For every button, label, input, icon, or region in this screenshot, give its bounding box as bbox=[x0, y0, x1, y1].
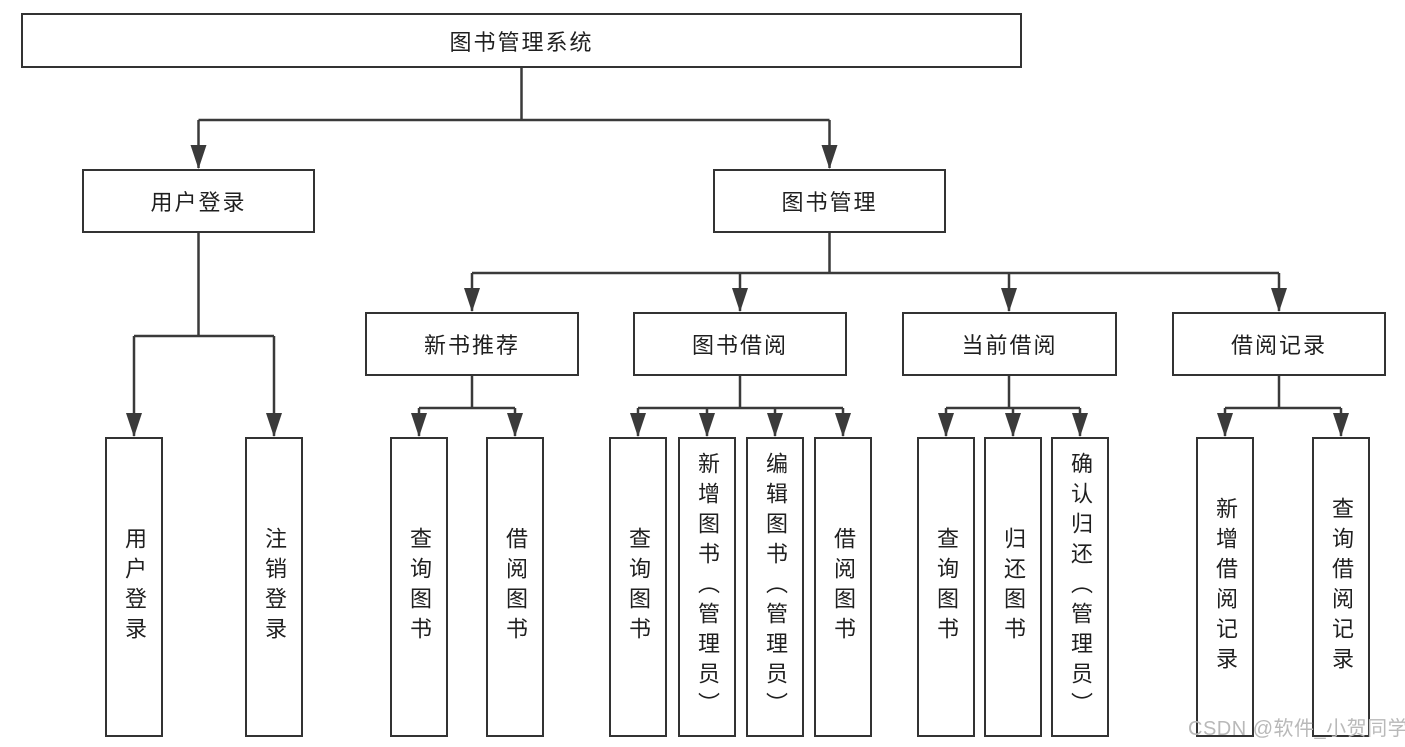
leaf-query-books-1: 查询图书 bbox=[390, 437, 448, 737]
leaf-query-books-3: 查询图书 bbox=[917, 437, 975, 737]
leaf-query-books-2: 查询图书 bbox=[609, 437, 667, 737]
watermark: CSDN @软件_小贺同学 bbox=[1188, 718, 1405, 740]
node-label: 归还图书 bbox=[1001, 527, 1026, 647]
node-label: 图书管理系统 bbox=[449, 29, 594, 55]
node-label: 查询借阅记录 bbox=[1329, 497, 1354, 677]
leaf-query-borrow-record: 查询借阅记录 bbox=[1312, 437, 1370, 737]
node-label: 查询图书 bbox=[934, 527, 959, 647]
node-label: 注销登录 bbox=[262, 527, 287, 647]
leaf-borrow-books-1: 借阅图书 bbox=[486, 437, 544, 737]
node-label: 新书推荐 bbox=[423, 333, 520, 358]
node-label: 用户登录 bbox=[150, 190, 247, 215]
node-label: 图书借阅 bbox=[691, 333, 788, 358]
leaf-borrow-books-2: 借阅图书 bbox=[814, 437, 872, 737]
node-label: 确认归还（管理员） bbox=[1068, 452, 1093, 722]
leaf-add-book-admin: 新增图书（管理员） bbox=[678, 437, 736, 737]
leaf-edit-book-admin: 编辑图书（管理员） bbox=[746, 437, 804, 737]
node-library-management-system: 图书管理系统 bbox=[21, 13, 1022, 68]
connector-borrowing-records-trunk bbox=[1225, 376, 1341, 410]
node-current-borrowing: 当前借阅 bbox=[902, 312, 1117, 376]
node-label: 查询图书 bbox=[407, 527, 432, 647]
connector-current-borrowing-trunk bbox=[946, 376, 1080, 410]
node-label: 用户登录 bbox=[122, 527, 147, 647]
connector-user-login-trunk bbox=[134, 233, 274, 338]
node-book-borrowing: 图书借阅 bbox=[633, 312, 847, 376]
connector-book-management-trunk bbox=[472, 233, 1279, 275]
leaf-logout: 注销登录 bbox=[245, 437, 303, 737]
node-book-management: 图书管理 bbox=[713, 169, 946, 233]
node-user-login: 用户登录 bbox=[82, 169, 315, 233]
node-label: 新增图书（管理员） bbox=[695, 452, 720, 722]
node-label: 编辑图书（管理员） bbox=[763, 452, 788, 722]
connector-book-borrowing-trunk bbox=[638, 376, 843, 410]
leaf-user-login: 用户登录 bbox=[105, 437, 163, 737]
connector-new-book-trunk bbox=[419, 376, 515, 410]
node-label: 借阅图书 bbox=[831, 527, 856, 647]
node-label: 新增借阅记录 bbox=[1213, 497, 1238, 677]
node-label: 借阅记录 bbox=[1230, 333, 1327, 358]
node-label: 借阅图书 bbox=[503, 527, 528, 647]
leaf-return-books: 归还图书 bbox=[984, 437, 1042, 737]
node-label: 图书管理 bbox=[781, 190, 878, 215]
node-label: 当前借阅 bbox=[961, 333, 1058, 358]
node-new-book-recommendation: 新书推荐 bbox=[365, 312, 579, 376]
leaf-add-borrow-record: 新增借阅记录 bbox=[1196, 437, 1254, 737]
node-borrowing-records: 借阅记录 bbox=[1172, 312, 1386, 376]
connector-root-trunk bbox=[198, 68, 830, 122]
leaf-confirm-return-admin: 确认归还（管理员） bbox=[1051, 437, 1109, 737]
node-label: 查询图书 bbox=[626, 527, 651, 647]
